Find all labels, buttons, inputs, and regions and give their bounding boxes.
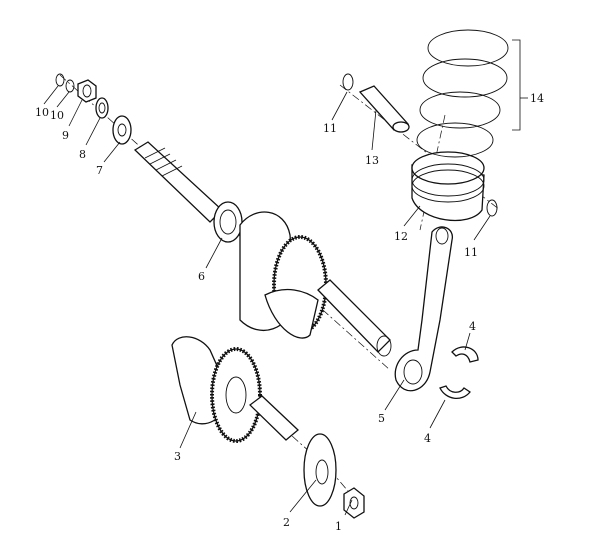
callout-9: 9 <box>62 129 69 142</box>
leader-lines <box>43 85 528 516</box>
callout-6: 6 <box>198 270 205 283</box>
nut-part <box>77 79 97 103</box>
nut-small-part <box>343 487 365 519</box>
balancer-shaft-part <box>171 336 299 443</box>
callout-8: 8 <box>79 148 86 161</box>
circlip-part <box>55 73 75 93</box>
callout-4-upper: 4 <box>469 320 476 333</box>
callout-10-right: 10 <box>50 109 64 122</box>
piston-part <box>411 151 485 222</box>
piston-clip-part <box>342 73 498 217</box>
callout-labels: 1 2 3 4 4 5 6 7 8 9 10 10 11 11 12 13 14 <box>35 92 544 533</box>
plate-part <box>303 433 337 507</box>
washer-part <box>112 115 132 145</box>
crankshaft-part <box>133 141 392 357</box>
callout-10-left: 10 <box>35 106 49 119</box>
callout-1: 1 <box>335 520 342 533</box>
lock-washer-part <box>95 97 109 119</box>
callout-11-right: 11 <box>464 246 478 259</box>
callout-11-left: 11 <box>323 122 337 135</box>
callout-13: 13 <box>365 154 379 167</box>
callout-4-lower: 4 <box>424 432 431 445</box>
connecting-rod-part <box>394 226 453 392</box>
ring-group-bracket <box>512 39 521 131</box>
callout-3: 3 <box>174 450 181 463</box>
piston-rings-part <box>416 29 509 158</box>
bearing-shell-part <box>439 346 479 399</box>
callout-12: 12 <box>394 230 408 243</box>
callout-5: 5 <box>378 412 385 425</box>
callout-2: 2 <box>283 516 290 529</box>
callout-7: 7 <box>96 164 103 177</box>
callout-14: 14 <box>530 92 544 105</box>
piston-pin-part <box>358 85 410 133</box>
